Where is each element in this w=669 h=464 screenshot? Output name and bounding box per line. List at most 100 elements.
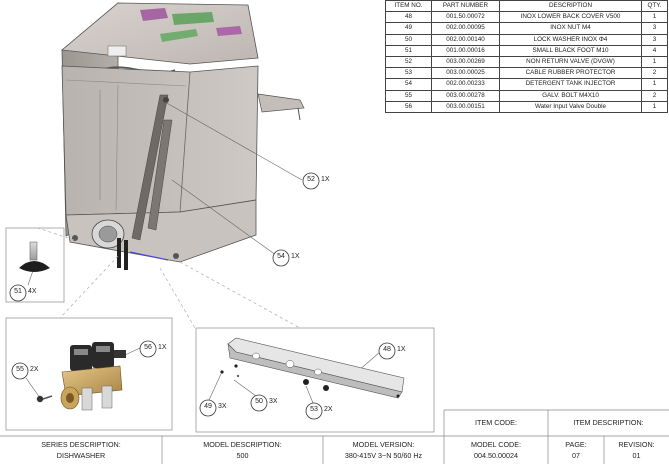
balloon-circle	[302, 172, 320, 190]
header-qty: QTY.	[641, 0, 668, 13]
dishwasher-assembly	[61, 2, 305, 270]
diagonal-rail-2	[147, 119, 173, 231]
balloon-circle	[272, 249, 290, 267]
top-component-white-box	[107, 45, 127, 57]
page-label: PAGE:	[565, 440, 587, 449]
qty-cell: 3	[641, 22, 668, 35]
item-no-cell: 49	[385, 22, 432, 35]
page-value: 07	[572, 451, 580, 460]
inox-lower-back-cover	[220, 337, 405, 399]
balloon-qty: 1X	[321, 176, 330, 183]
header-item-no: ITEM NO.	[385, 0, 432, 13]
balloon-qty: 3X	[218, 403, 227, 410]
part-number-cell: 002.00.00233	[431, 78, 500, 91]
part-number-cell: 001.00.00016	[431, 44, 500, 57]
part-number-cell: 001.50.00072	[431, 11, 500, 24]
model-description-label: MODEL DESCRIPTION:	[203, 440, 282, 449]
balloon-circle	[378, 342, 396, 360]
top-component-purple-2	[216, 26, 242, 36]
part-number-cell: 003.00.00151	[431, 100, 500, 113]
table-header-row: ITEM NO. PART NUMBER DESCRIPTION QTY.	[385, 0, 668, 13]
description-cell: DETERGENT TANK INJECTOR	[499, 78, 642, 91]
item-description-label: ITEM DESCRIPTION:	[573, 418, 644, 427]
header-description: DESCRIPTION	[499, 0, 642, 13]
balloon-number: 52	[307, 176, 315, 183]
top-component-purple	[140, 8, 168, 21]
model-version-value: 380-415V 3~N 50/60 Hz	[344, 451, 423, 460]
balloon-circle	[250, 394, 268, 412]
qty-cell: 3	[641, 33, 668, 46]
diagonal-rail	[131, 94, 169, 241]
item-no-cell: 50	[385, 33, 432, 46]
balloon-qty: 4X	[28, 288, 37, 295]
revision-label: REVISION:	[618, 440, 655, 449]
description-cell: NON RETURN VALVE (DVGW)	[499, 55, 642, 69]
balloon-56: 56 1X	[139, 340, 179, 363]
model-version-label: MODEL VERSION:	[352, 440, 415, 449]
balloon-number: 56	[144, 344, 152, 351]
callout-dashed-lines	[37, 227, 301, 329]
balloon-49: 49 3X	[199, 399, 239, 422]
description-cell: Water Input Valve Double	[499, 100, 642, 113]
item-no-cell: 48	[385, 11, 432, 24]
description-cell: INOX NUT M4	[499, 22, 642, 35]
balloon-52: 52 1X	[302, 172, 342, 195]
qty-cell: 1	[641, 100, 668, 113]
small-black-foot	[19, 241, 50, 272]
item-no-cell: 54	[385, 78, 432, 91]
parts-list-table: ITEM NO. PART NUMBER DESCRIPTION QTY. 48…	[385, 0, 668, 113]
balloon-circle	[305, 402, 323, 420]
part-number-cell: 003.00.00025	[431, 67, 500, 80]
balloon-number: 49	[204, 403, 212, 410]
balloon-circle	[199, 399, 217, 417]
balloon-48: 48 1X	[378, 342, 418, 365]
part-number-cell: 003.00.00278	[431, 89, 500, 102]
balloon-qty: 1X	[397, 346, 406, 353]
balloon-number: 55	[16, 366, 24, 373]
balloon-number: 51	[14, 288, 22, 295]
model-description-value: 500	[236, 451, 249, 460]
item-code-label: ITEM CODE:	[475, 418, 517, 427]
model-code-value: 004.50.00024	[474, 451, 518, 460]
description-cell: CABLE RUBBER PROTECTOR	[499, 67, 642, 80]
balloon-qty: 1X	[291, 253, 300, 260]
header-part-number: PART NUMBER	[431, 0, 500, 13]
qty-cell: 1	[641, 55, 668, 69]
balloon-number: 48	[383, 346, 391, 353]
part-number-cell: 002.00.00140	[431, 33, 500, 46]
detail-box-back-cover	[195, 327, 435, 433]
title-block-frame	[0, 409, 669, 464]
balloon-53: 53 2X	[305, 402, 345, 425]
galv-bolt	[36, 395, 53, 403]
description-cell: INOX LOWER BACK COVER V500	[499, 11, 642, 24]
balloon-54: 54 1X	[272, 249, 312, 272]
balloon-number: 54	[277, 253, 285, 260]
qty-cell: 1	[641, 78, 668, 91]
leader-lines	[25, 101, 381, 404]
top-component-green-2	[160, 29, 198, 42]
water-input-valve	[60, 342, 126, 411]
side-arm	[257, 93, 305, 113]
balloon-circle	[139, 340, 157, 358]
qty-cell: 1	[641, 11, 668, 24]
item-no-cell: 55	[385, 89, 432, 102]
balloon-circle	[11, 362, 29, 380]
revision-value: 01	[632, 451, 641, 460]
detail-box-foot	[5, 227, 65, 303]
balloon-50: 50 3X	[250, 394, 290, 417]
balloon-qty: 1X	[158, 344, 167, 351]
item-no-cell: 56	[385, 100, 432, 113]
balloon-qty: 2X	[324, 406, 333, 413]
series-description-value: DISHWASHER	[56, 451, 106, 460]
description-cell: GALV. BOLT M4X10	[499, 89, 642, 102]
balloon-number: 50	[255, 398, 263, 405]
